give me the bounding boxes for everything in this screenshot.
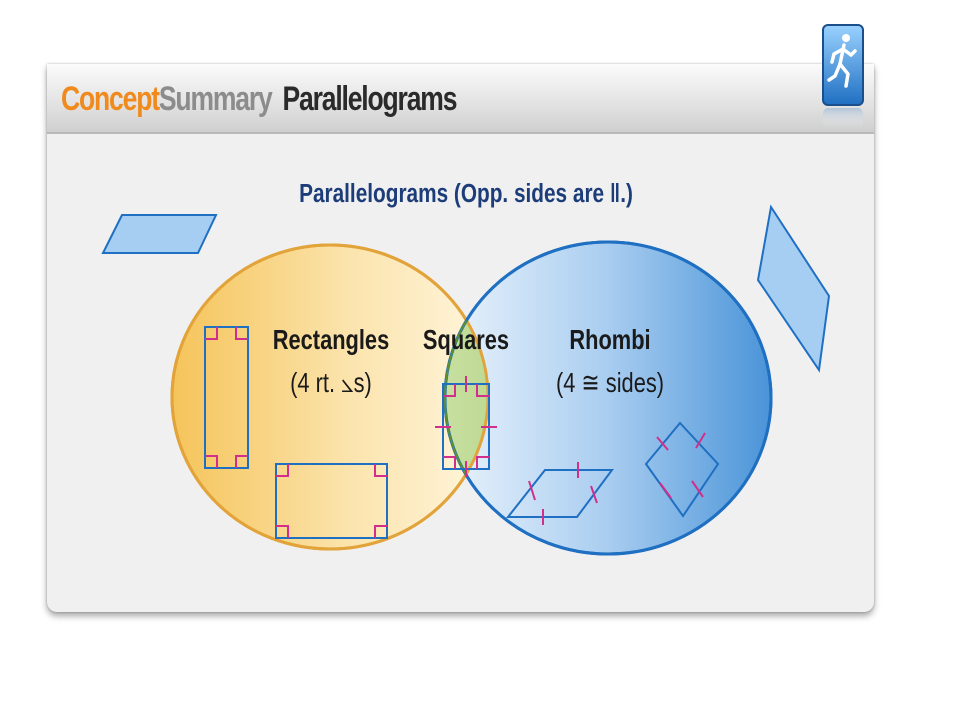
header-topic: Parallelograms [282, 80, 457, 118]
brand-summary: Summary [158, 80, 273, 118]
rectangles-label: Rectangles [273, 324, 389, 355]
rectangles-property: (4 rt. ⦣s) [290, 367, 372, 398]
running-person-icon[interactable] [822, 24, 864, 130]
rhombi-property: (4 ≅ sides) [556, 367, 664, 398]
brand-concept: Concept [61, 80, 160, 118]
rectangle-shape-tall [204, 326, 249, 469]
parallelogram-shape-left [101, 214, 218, 254]
rhombus-shape-slanted [505, 462, 614, 525]
squares-label: Squares [423, 324, 509, 355]
rhombus-shape-diamond [644, 421, 720, 518]
rhombi-label: Rhombi [569, 324, 650, 355]
rectangle-shape-wide [275, 463, 388, 539]
square-shape [435, 376, 497, 477]
diagram-title: Parallelograms (Opp. sides are ‖.) [299, 179, 633, 208]
parallelogram-shape-right [756, 204, 831, 373]
